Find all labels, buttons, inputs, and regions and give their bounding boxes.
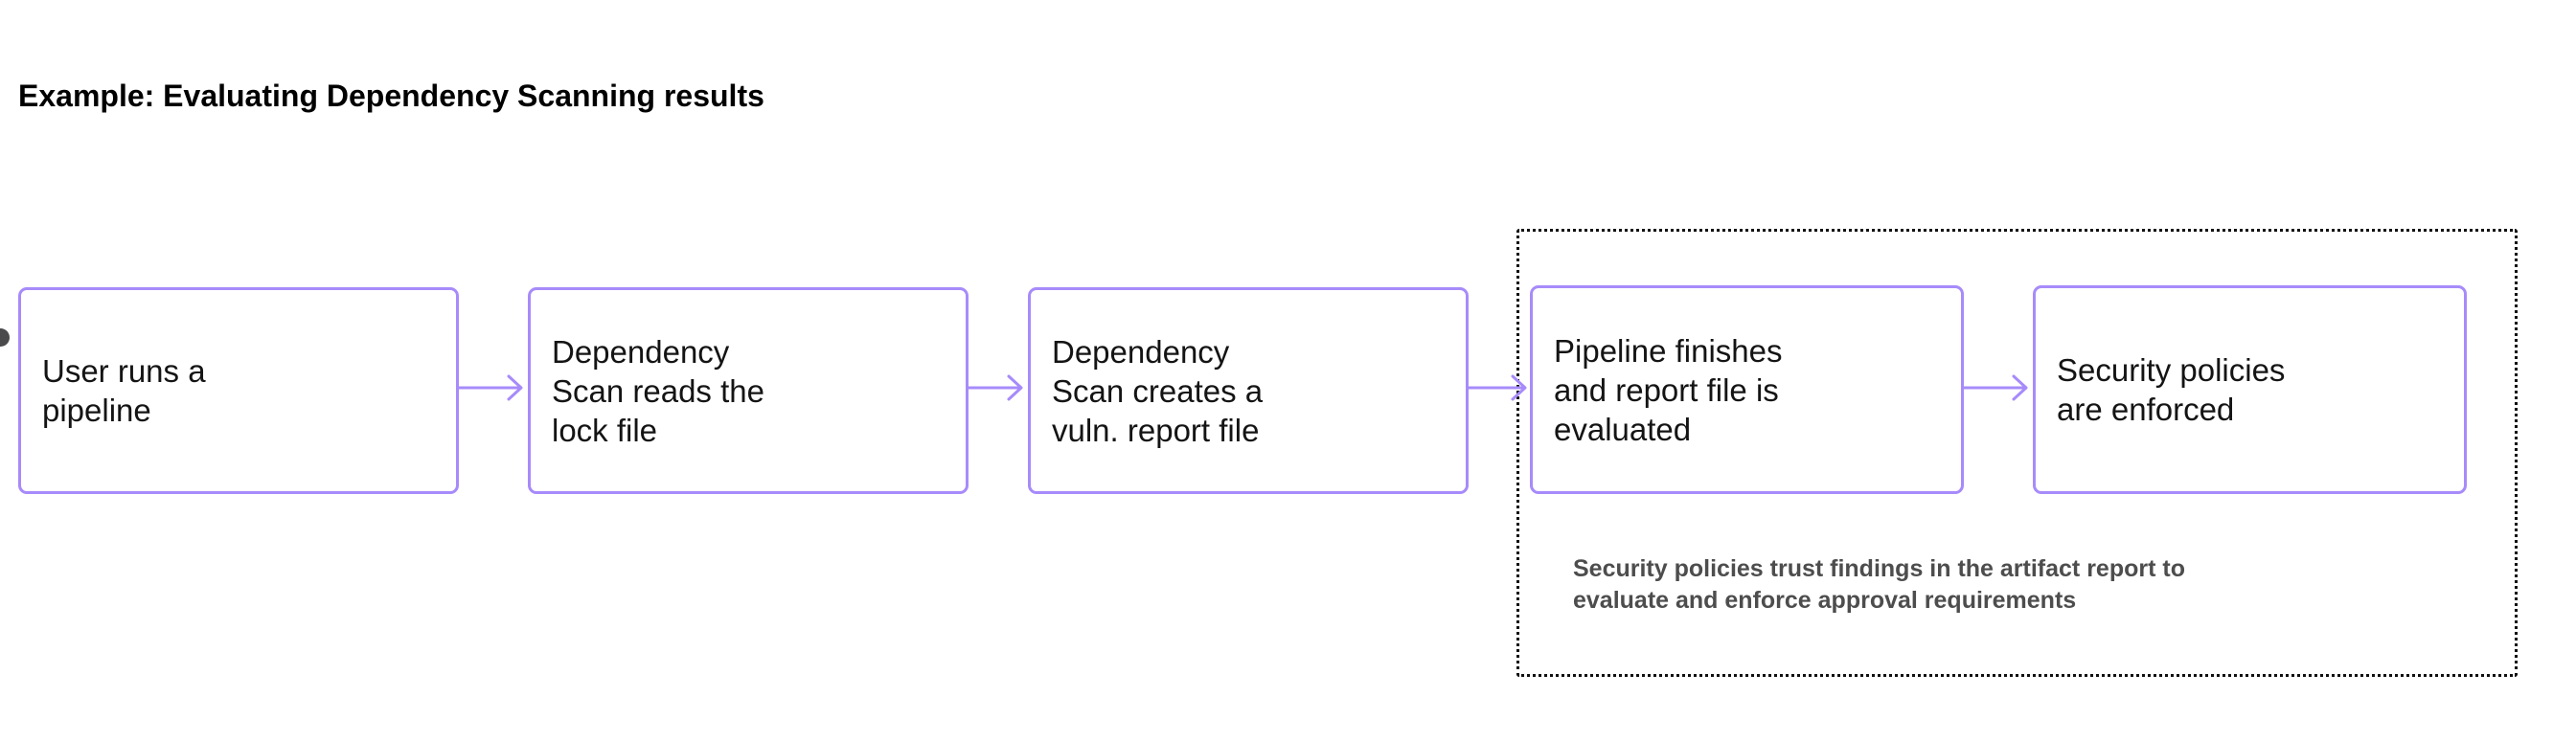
flow-node-label: Security policies are enforced [2057, 352, 2286, 427]
edge-node-2-to-node-3 [969, 374, 1023, 401]
flow-node-user-runs-pipeline[interactable]: User runs a pipeline [18, 287, 459, 494]
page-title: Example: Evaluating Dependency Scanning … [18, 79, 764, 113]
flow-node-pipeline-finishes-evaluated[interactable]: Pipeline finishes and report file is eva… [1530, 285, 1964, 494]
flow-node-security-policies-enforced[interactable]: Security policies are enforced [2033, 285, 2467, 494]
flow-node-label: Dependency Scan creates a vuln. report f… [1052, 333, 1264, 448]
flow-node-label: Pipeline finishes and report file is eva… [1554, 332, 1783, 447]
security-policy-group-caption: Security policies trust findings in the … [1573, 555, 2185, 614]
edge-node-1-to-node-2 [459, 374, 523, 401]
flow-node-label: Dependency Scan reads the lock file [552, 333, 764, 448]
security-policy-group-container [1516, 229, 2518, 677]
flow-node-dependency-scan-creates-report[interactable]: Dependency Scan creates a vuln. report f… [1028, 287, 1469, 494]
start-dot-icon [0, 328, 10, 347]
flow-node-label: User runs a pipeline [42, 353, 206, 428]
flow-node-dependency-scan-reads-lock-file[interactable]: Dependency Scan reads the lock file [528, 287, 969, 494]
